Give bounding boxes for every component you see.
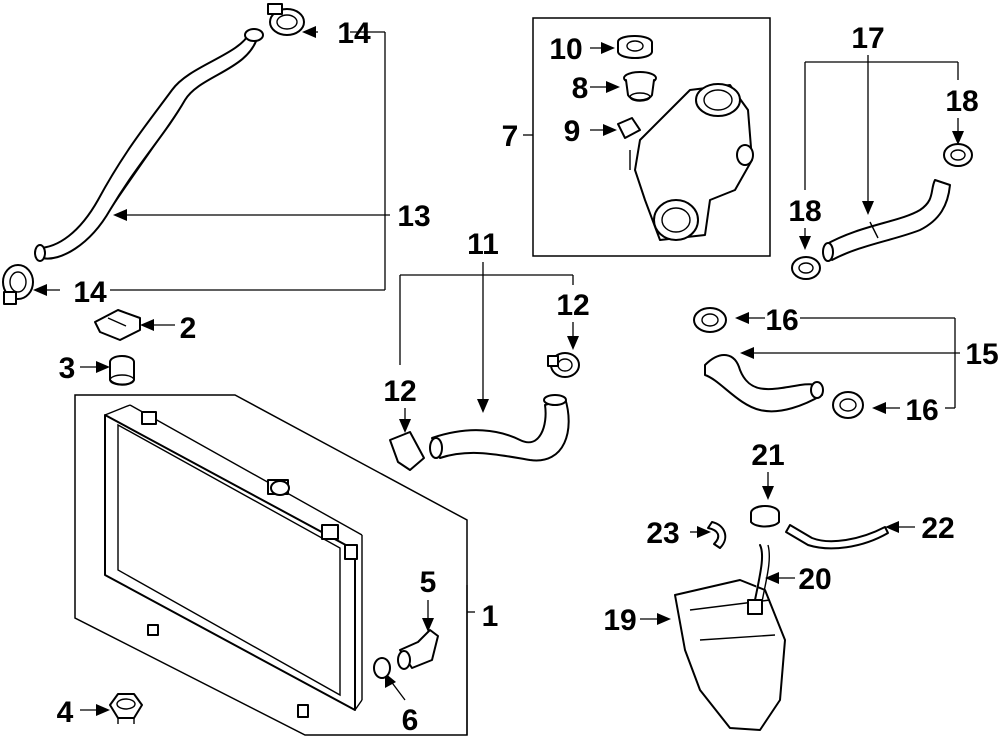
hose-clamp-12-left <box>389 431 425 471</box>
arrow-heads <box>33 26 964 716</box>
hose-clamp-16-top <box>693 307 727 333</box>
hose-clamp-16-bottom <box>832 391 864 419</box>
callout-14-top: 14 <box>337 17 371 50</box>
callout-7: 7 <box>502 120 519 153</box>
insulator <box>109 355 135 386</box>
callout-9: 9 <box>564 115 581 148</box>
callout-16-bottom: 16 <box>905 394 938 427</box>
reservoir-cap <box>750 505 780 528</box>
callout-18-top: 18 <box>945 85 978 118</box>
callout-21: 21 <box>751 439 784 472</box>
callout-20: 20 <box>798 563 831 596</box>
overflow-hose <box>785 524 889 550</box>
hose-clamp-18-bottom <box>791 256 821 280</box>
drain-plug-nut <box>109 693 143 724</box>
callout-22: 22 <box>921 512 954 545</box>
callout-2: 2 <box>180 312 197 345</box>
callout-6: 6 <box>402 704 419 737</box>
hose-clip <box>707 521 727 549</box>
hose-clamp-12-right <box>547 352 580 378</box>
thermostat-housing-group <box>532 17 771 257</box>
callout-5: 5 <box>420 566 437 599</box>
bypass-hose <box>822 179 951 262</box>
hose-clamp-18-top <box>943 143 973 167</box>
radiator-assembly <box>74 394 468 736</box>
callout-17: 17 <box>851 22 884 55</box>
callout-18-bottom: 18 <box>788 195 821 228</box>
drain-cock <box>397 629 439 670</box>
callout-14-bottom: 14 <box>73 276 107 309</box>
callout-12-right: 12 <box>556 289 589 322</box>
callout-11: 11 <box>467 228 499 261</box>
callout-15: 15 <box>965 338 998 371</box>
callout-8: 8 <box>572 72 589 105</box>
callout-19: 19 <box>603 604 636 637</box>
callout-12-left: 12 <box>383 375 416 408</box>
callout-labels: 1 2 3 4 5 6 7 8 9 10 11 12 12 13 14 14 1… <box>57 17 999 737</box>
radiator-hose-lower <box>429 394 570 462</box>
coolant-reservoir <box>674 579 786 731</box>
o-ring <box>373 657 391 679</box>
callout-3: 3 <box>59 352 76 385</box>
bracket-clip <box>94 309 141 341</box>
callout-23: 23 <box>646 517 679 550</box>
callout-1: 1 <box>482 600 499 633</box>
hose-clamp-bottom <box>2 264 34 305</box>
upper-radiator-hose <box>34 28 264 262</box>
callout-4: 4 <box>57 696 74 729</box>
callout-16-top: 16 <box>765 304 798 337</box>
hose-clamp-top <box>267 3 305 36</box>
heater-hose <box>704 354 824 413</box>
callout-13: 13 <box>397 200 430 233</box>
overflow-tube <box>754 544 771 603</box>
callout-10: 10 <box>549 33 582 66</box>
